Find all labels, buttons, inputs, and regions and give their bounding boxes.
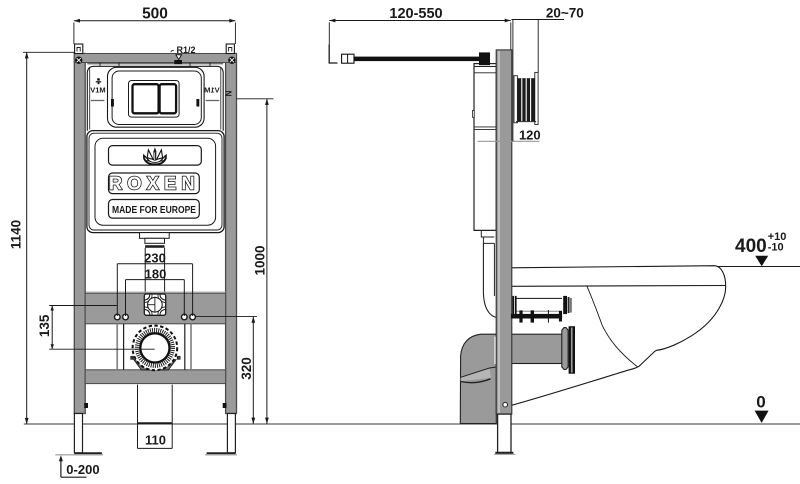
svg-text:500: 500 — [142, 5, 168, 22]
svg-text:230: 230 — [144, 250, 166, 265]
svg-text:135: 135 — [37, 314, 52, 337]
svg-text:N: N — [225, 90, 234, 96]
svg-text:110: 110 — [145, 433, 166, 448]
svg-text:400: 400 — [735, 236, 767, 257]
svg-text:-10: -10 — [768, 241, 784, 253]
svg-text:V1M: V1M — [204, 85, 219, 94]
svg-text:320: 320 — [239, 357, 254, 380]
svg-text:120-550: 120-550 — [389, 6, 442, 22]
svg-text:1000: 1000 — [253, 245, 268, 275]
svg-text:+10: +10 — [768, 231, 787, 243]
svg-text:120: 120 — [519, 128, 541, 143]
svg-text:20~70: 20~70 — [546, 6, 584, 21]
svg-text:ROXEN: ROXEN — [109, 173, 200, 194]
svg-text:0-200: 0-200 — [66, 462, 99, 477]
svg-text:V1M: V1M — [90, 85, 105, 94]
svg-text:180: 180 — [145, 266, 167, 281]
svg-text:0: 0 — [756, 393, 765, 412]
svg-text:MADE FOR EUROPE: MADE FOR EUROPE — [112, 205, 196, 216]
svg-text:R1/2: R1/2 — [177, 45, 196, 55]
svg-text:1140: 1140 — [9, 220, 24, 249]
